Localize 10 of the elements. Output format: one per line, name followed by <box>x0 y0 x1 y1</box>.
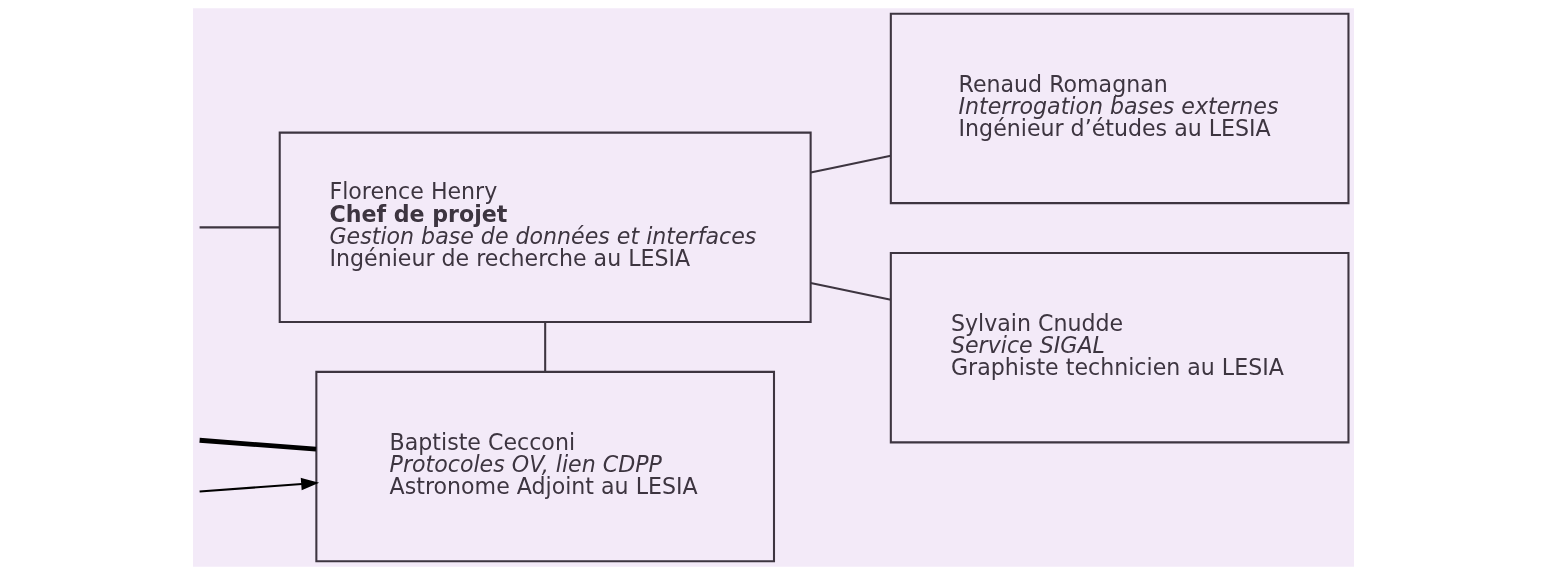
node-box: Sylvain Cnudde Service SIGAL Graphiste technicien au LESIA <box>889 251 1349 444</box>
connector <box>809 154 891 174</box>
arrow <box>199 477 319 493</box>
node-box: Florence Henry Chef de projet Gestion base de données et interfaces Ingénieur de recherche au LESIA <box>278 131 812 324</box>
connector <box>199 226 280 229</box>
node-box: Baptiste Cecconi Protocoles OV, lien CDPP Astronome Adjoint au LESIA <box>314 370 775 563</box>
connector <box>543 322 546 372</box>
node-box: Renaud Romagnan Interrogation bases externes Ingénieur d’études au LESIA <box>889 12 1349 205</box>
connector <box>198 437 316 452</box>
connector <box>809 281 891 301</box>
